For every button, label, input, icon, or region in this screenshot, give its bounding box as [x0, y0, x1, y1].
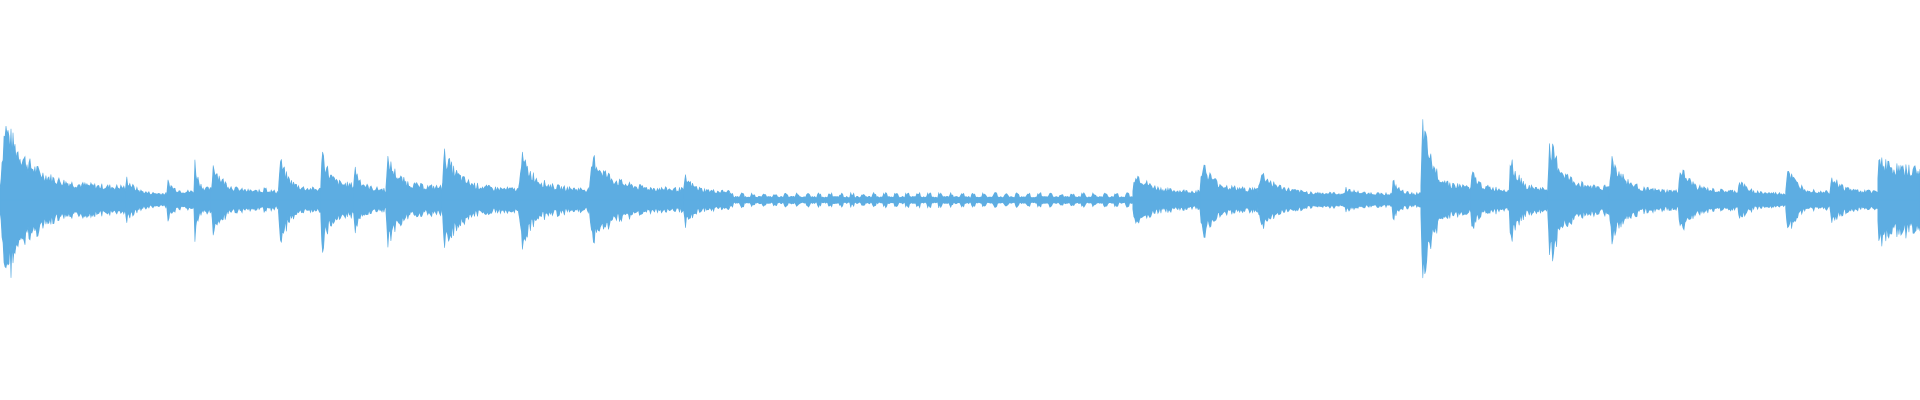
waveform-segment — [1257, 172, 1345, 229]
waveform-segment — [589, 155, 684, 244]
waveform-segment — [1420, 119, 1471, 279]
waveform-segment — [0, 125, 126, 278]
waveform-segment — [320, 151, 354, 253]
waveform-segment — [1547, 143, 1610, 262]
waveform-segment — [441, 148, 519, 248]
waveform-segment — [683, 174, 730, 228]
waveform-segment — [385, 155, 442, 248]
waveform-segment — [1199, 164, 1258, 238]
waveform-bars — [0, 119, 1920, 279]
waveform-segment — [1877, 157, 1920, 247]
waveform-segment — [278, 159, 321, 243]
